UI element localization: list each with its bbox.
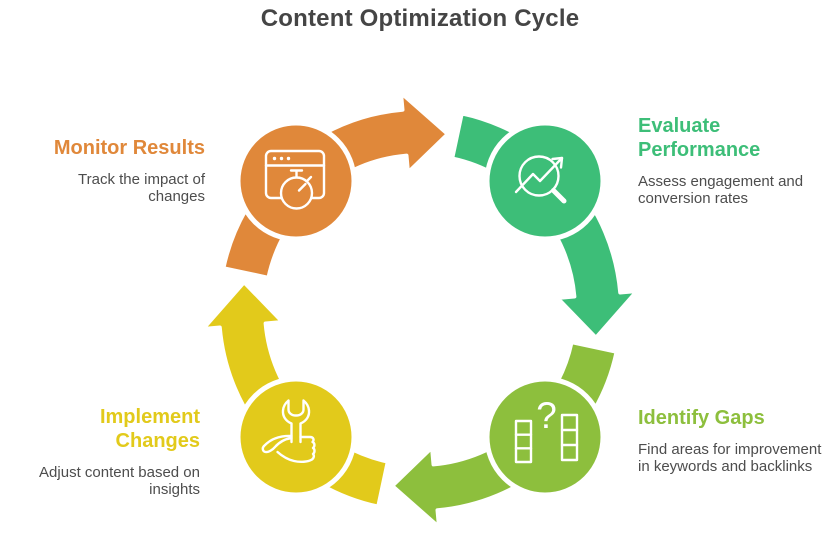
identify-gaps-node: ? [484, 376, 606, 498]
monitor-results-node [235, 120, 357, 242]
monitor-results-text-block: Monitor Results Track the impact of chan… [30, 136, 205, 205]
browser-stopwatch-icon [264, 149, 326, 210]
implement-node-circle [235, 376, 357, 498]
hand-wrench-icon [261, 399, 316, 464]
evaluate-performance-heading: Evaluate Performance [638, 115, 761, 161]
identify-node-circle [484, 376, 606, 498]
identify-gaps-text-block: Identify Gaps Find areas for improvement… [638, 406, 830, 475]
evaluate-performance-node [484, 120, 606, 242]
implement-changes-node [235, 376, 357, 498]
evaluate-performance-description: Assess engagement and conversion rates [638, 173, 804, 207]
monitor-results-description: Track the impact of changes [78, 171, 205, 205]
magnifier-trend-icon [514, 155, 567, 204]
evaluate-performance-text-block: Evaluate Performance Assess engagement a… [638, 114, 823, 207]
bars-question-icon: ? [514, 395, 579, 464]
evaluate-node-circle [484, 120, 606, 242]
monitor-results-heading: Monitor Results [53, 137, 205, 159]
implement-changes-heading: Implement Changes [99, 406, 200, 452]
page-title: Content Optimization Cycle [260, 5, 580, 32]
identify-gaps-heading: Identify Gaps [638, 407, 765, 429]
identify-gaps-description: Find areas for improvement in keywords a… [638, 441, 822, 475]
implement-changes-description: Adjust content based on insights [39, 464, 200, 498]
implement-changes-text-block: Implement Changes Adjust content based o… [22, 405, 200, 498]
question-mark-glyph: ? [536, 395, 557, 436]
